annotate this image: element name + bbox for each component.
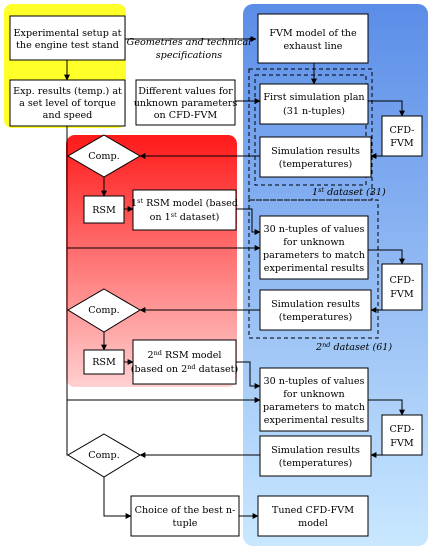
node-exp-results: Exp. results (temp.) at a set level of t… <box>9 79 126 127</box>
node-fvm-model-line2: exhaust line <box>284 41 343 52</box>
node-ntuples-2-line1: 30 n-tuples of values <box>264 376 365 387</box>
node-ntuples-2: 30 n-tuples of values for unknown parame… <box>259 367 369 432</box>
node-first-sim-plan-line2: (31 n-tuples) <box>283 106 345 117</box>
node-rsm-1-label: RSM <box>92 205 116 216</box>
node-comp-1: Comp. <box>67 134 141 178</box>
node-comp-3-label: Comp. <box>88 450 119 461</box>
arrow-plan-to-cfd1 <box>368 100 405 117</box>
node-cfd-fvm-3-line2: FVM <box>390 438 414 449</box>
arrow-ntuples1-to-cfd2 <box>368 249 405 265</box>
node-different-values-line3: on CFD-FVM <box>154 110 218 121</box>
node-rsm-1: RSM <box>83 195 125 224</box>
node-sim-results-3: Simulation results (temperatures) <box>259 435 372 477</box>
node-exp-results-line3: and speed <box>43 110 93 121</box>
node-rsm-model-2: 2nd RSM model (based on 2nd dataset) <box>131 339 239 385</box>
arrow-model2-to-ntuples2 <box>236 361 261 389</box>
node-rsm-model-2-line1: 2nd RSM model <box>148 349 222 361</box>
node-exp-results-line2: a set level of torque <box>19 98 116 109</box>
node-rsm-2: RSM <box>83 349 125 375</box>
node-comp-1-label: Comp. <box>88 151 119 162</box>
node-different-values-line1: Different values for <box>138 86 233 97</box>
dataset-2-text: 2nd dataset (61) <box>315 341 392 353</box>
node-fvm-model: FVM model of the exhaust line <box>257 13 369 64</box>
node-cfd-fvm-1: CFD- FVM <box>381 115 423 157</box>
node-best-choice-line2: tuple <box>173 518 198 529</box>
node-cfd-fvm-1-line2: FVM <box>390 138 414 149</box>
node-ntuples-2-line4: experimental results <box>264 415 364 426</box>
arrow-model1-to-ntuples1 <box>236 208 261 235</box>
node-sim-results-2-line2: (temperatures) <box>279 312 352 323</box>
dataset-1-inner-frame <box>254 74 367 186</box>
node-rsm-model-1-line2: on 1st dataset) <box>150 211 220 223</box>
node-different-values-line2: unknown parameters <box>134 98 238 109</box>
node-ntuples-1: 30 n-tuples of values for unknown parame… <box>259 215 369 280</box>
dataset-2-frame <box>248 199 379 339</box>
geometries-label: Geometries and technical specifications <box>127 37 252 61</box>
node-tuned-model: Tuned CFD-FVM model <box>257 495 369 537</box>
node-rsm-2-label: RSM <box>92 357 116 368</box>
node-best-choice: Choice of the best n- tuple <box>130 495 240 537</box>
node-ntuples-2-line2: for unknown <box>283 389 344 400</box>
node-sim-results-1-line2: (temperatures) <box>279 159 352 170</box>
node-rsm-model-1: 1st RSM model (based on 1st dataset) <box>131 189 238 231</box>
arrow-comp3-to-best <box>103 477 132 519</box>
node-exp-setup-line1: Experimental setup at <box>14 28 122 39</box>
dataset-1-frame <box>248 68 373 201</box>
node-cfd-fvm-2-line1: CFD- <box>389 275 414 286</box>
node-ntuples-1-line2: for unknown <box>283 237 344 248</box>
geometries-label-line1: Geometries and technical <box>127 37 252 48</box>
node-exp-setup-line2: the engine test stand <box>16 40 119 51</box>
node-different-values: Different values for unknown parameters … <box>134 79 238 126</box>
node-exp-results-line1: Exp. results (temp.) at <box>13 86 122 97</box>
node-first-sim-plan: First simulation plan (31 n-tuples) <box>259 83 369 125</box>
dataset-2-label: 2nd dataset (61) <box>315 341 392 353</box>
node-ntuples-1-line3: parameters to match <box>263 250 365 261</box>
node-exp-setup: Experimental setup at the engine test st… <box>9 15 126 61</box>
node-sim-results-3-line2: (temperatures) <box>279 458 352 469</box>
node-rsm-model-2-line2: (based on 2nd dataset) <box>131 363 239 375</box>
node-cfd-fvm-3: CFD- FVM <box>381 414 423 456</box>
node-rsm-model-1-line1: 1st RSM model (based <box>131 197 238 209</box>
node-best-choice-line1: Choice of the best n- <box>135 505 236 516</box>
node-first-sim-plan-line1: First simulation plan <box>263 92 364 103</box>
node-ntuples-1-line4: experimental results <box>264 263 364 274</box>
node-sim-results-2: Simulation results (temperatures) <box>259 289 372 331</box>
dataset-1-label: 1st dataset (31) <box>312 186 386 198</box>
node-sim-results-1: Simulation results (temperatures) <box>259 136 372 178</box>
node-sim-results-3-line1: Simulation results <box>271 445 360 456</box>
geometries-label-line2: specifications <box>156 50 223 61</box>
dataset-1-text: 1st dataset (31) <box>312 186 386 198</box>
node-tuned-model-line2: model <box>298 518 328 529</box>
arrow-ntuples2-to-cfd3 <box>368 399 405 416</box>
node-cfd-fvm-3-line1: CFD- <box>389 424 414 435</box>
node-tuned-model-line1: Tuned CFD-FVM <box>272 505 354 516</box>
node-comp-2: Comp. <box>67 288 141 333</box>
node-comp-3: Comp. <box>67 433 141 478</box>
node-sim-results-1-line1: Simulation results <box>271 146 360 157</box>
node-fvm-model-line1: FVM model of the <box>269 28 357 39</box>
node-cfd-fvm-2-line2: FVM <box>390 289 414 300</box>
node-ntuples-2-line3: parameters to match <box>263 402 365 413</box>
node-ntuples-1-line1: 30 n-tuples of values <box>264 224 365 235</box>
node-cfd-fvm-1-line1: CFD- <box>389 125 414 136</box>
node-sim-results-2-line1: Simulation results <box>271 299 360 310</box>
node-cfd-fvm-2: CFD- FVM <box>381 263 423 311</box>
node-comp-2-label: Comp. <box>88 305 119 316</box>
